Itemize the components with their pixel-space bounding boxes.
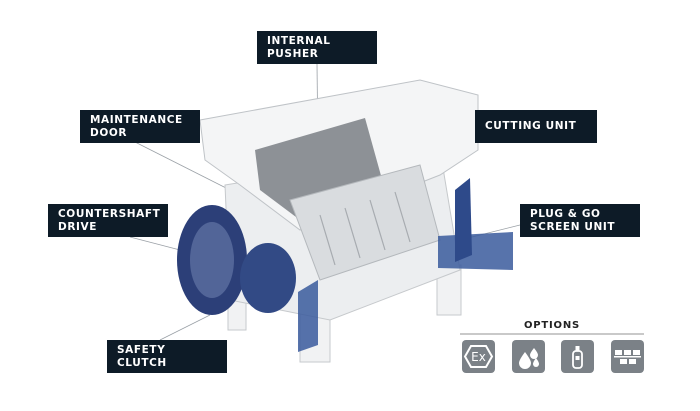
network-conveyor-icon [611,340,644,373]
callout-text: PLUG & GO [530,207,601,220]
callout-text: SAFETY CLUTCH [117,343,167,369]
plug-go-screen-panel [438,232,513,270]
callout-plug-go-screen-unit: PLUG & GO SCREEN UNIT [520,204,640,237]
callout-text: SCREEN UNIT [530,220,616,233]
pulley-hub [190,222,234,298]
ex-explosion-proof-icon: Ex [462,340,495,373]
callout-safety-clutch: SAFETY CLUTCH [107,340,227,373]
callout-cutting-unit: CUTTING UNIT [475,110,597,143]
screen-side-panel [455,178,472,262]
svg-text:Ex: Ex [471,350,486,364]
options-divider [460,333,644,335]
callout-text: INTERNAL [267,34,331,47]
callout-text: DOOR [90,126,128,139]
callout-text: MAINTENANCE [90,113,183,126]
callout-countershaft-drive: COUNTERSHAFT DRIVE [48,204,168,237]
callout-text: COUNTERSHAFT [58,207,161,220]
front-panel [298,280,318,352]
options-title: OPTIONS [523,320,581,331]
callout-text: PUSHER [267,47,319,60]
fire-extinguisher-icon [561,340,594,373]
callout-internal-pusher: INTERNAL PUSHER [257,31,377,64]
callout-maintenance-door: MAINTENANCE DOOR [80,110,200,143]
callout-text: CUTTING UNIT [485,120,577,132]
safety-clutch-housing [240,243,296,313]
water-drops-icon [512,340,545,373]
callout-text: DRIVE [58,220,98,233]
rotor-knives [319,191,411,266]
